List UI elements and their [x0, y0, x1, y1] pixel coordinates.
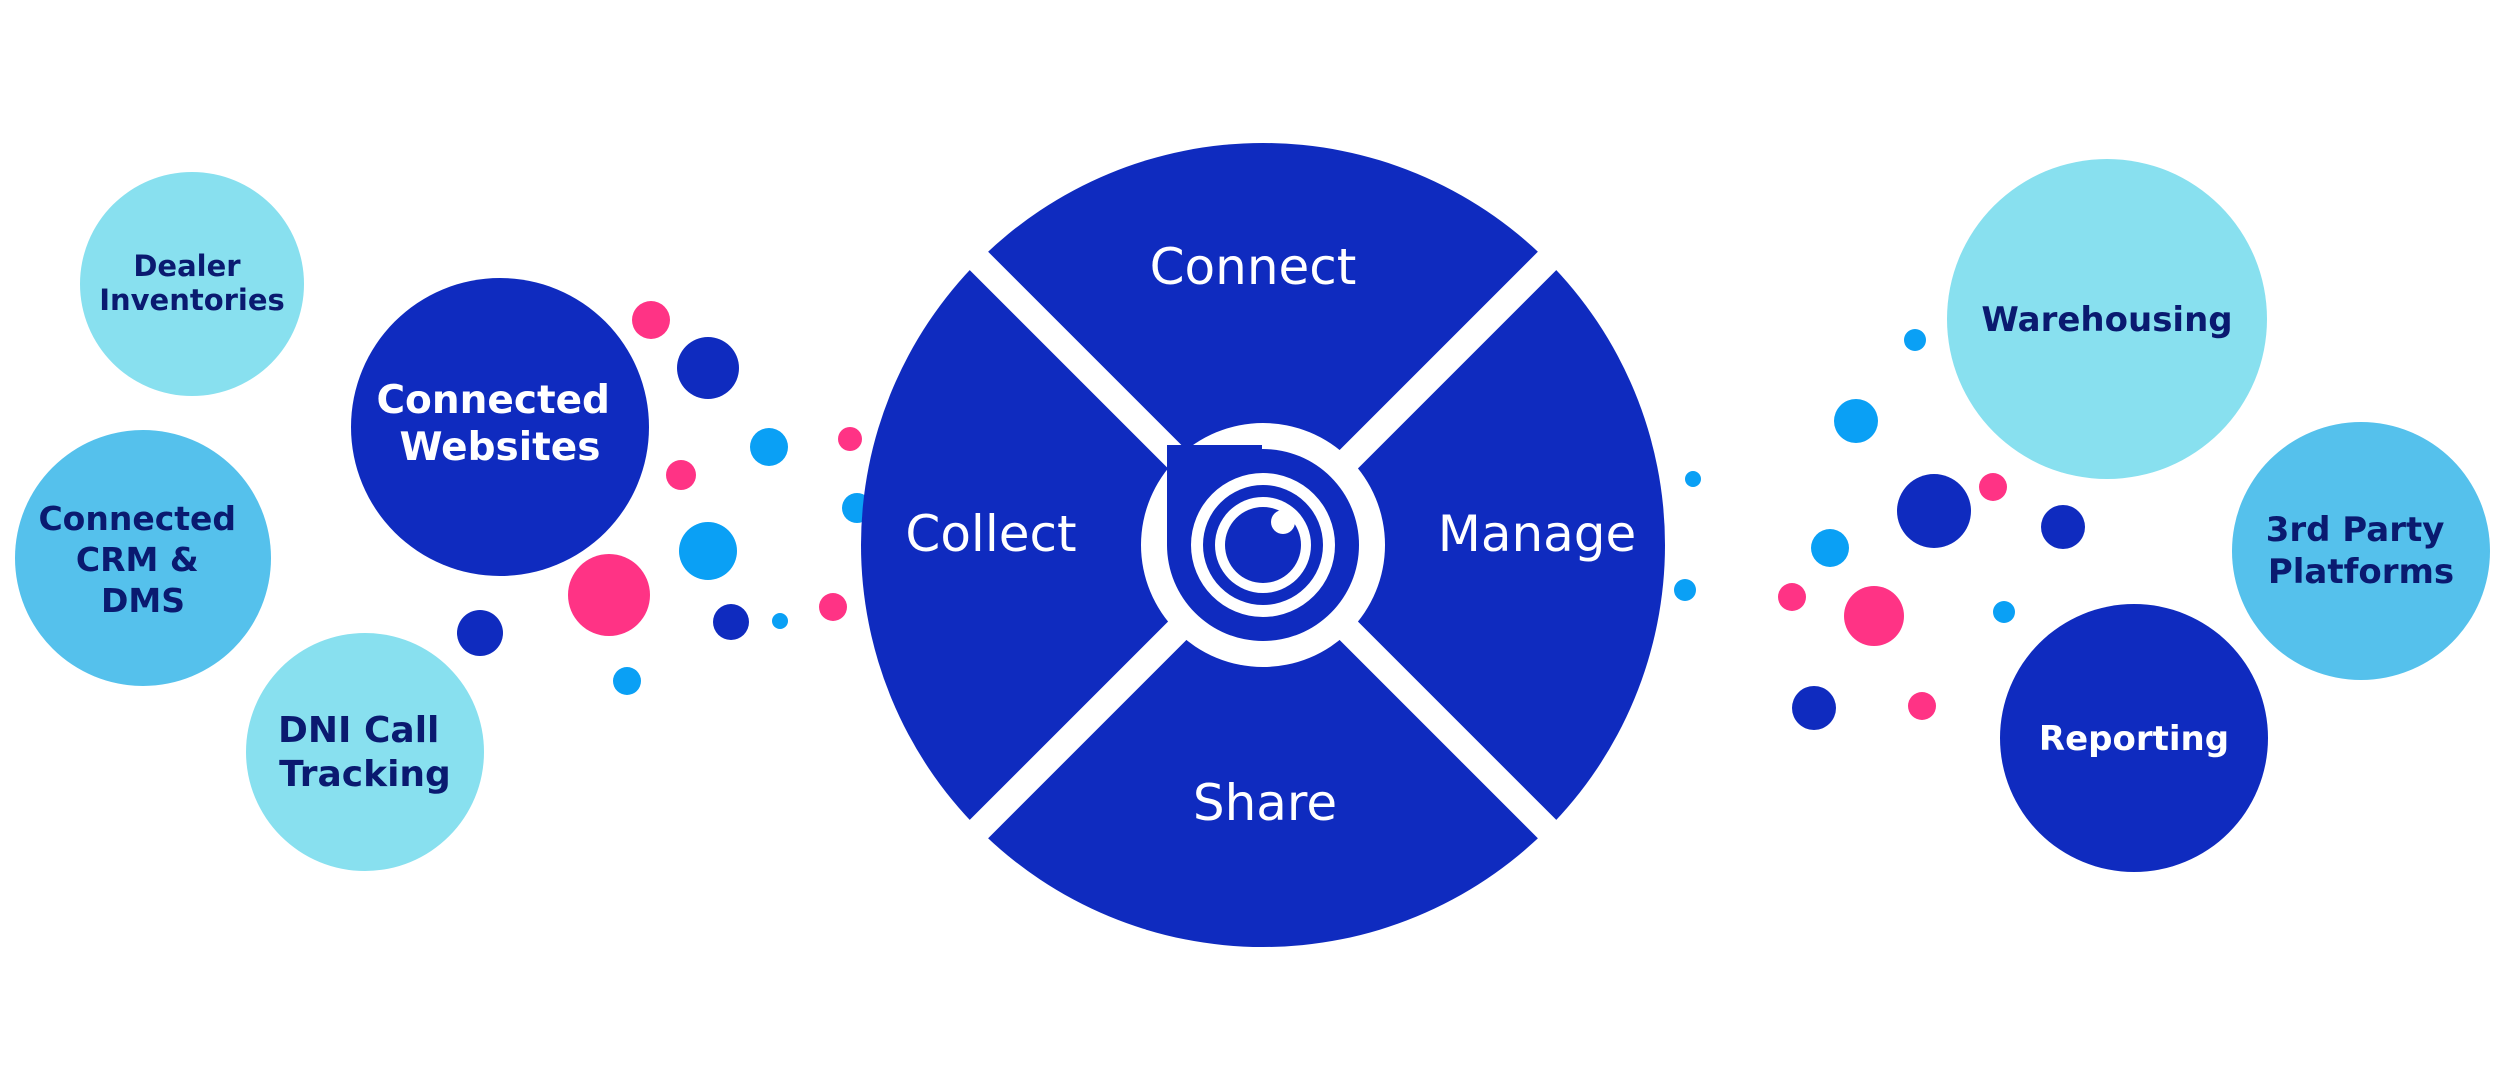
dot-pink: [1844, 586, 1904, 646]
bubble-circle: [80, 172, 304, 396]
eye-highlight: [1271, 510, 1295, 534]
dot-pink: [1778, 583, 1806, 611]
bubble-label: Dealer Inventories: [99, 249, 285, 317]
segment-collect-label: Collect: [905, 505, 1076, 563]
dot-pink: [666, 460, 696, 490]
center-wheel: Connect Collect Manage Share: [861, 143, 1665, 947]
dot-blue: [1904, 329, 1926, 351]
bubble-label-line: Connected: [376, 378, 610, 423]
bubble-label-line: Platforms: [2268, 552, 2454, 592]
dot-blue: [1685, 471, 1701, 487]
bubble-label-line: DMS: [101, 581, 185, 620]
bubble-label-line: Inventories: [99, 283, 285, 317]
bubble-reporting: Reporting: [2000, 604, 2268, 872]
bubble-connected-crm-dms: Connected CRM & DMS: [15, 430, 271, 686]
dot-pink: [838, 427, 862, 451]
bubble-circle: [2000, 604, 2268, 872]
bubble-3rd-party-platforms: 3rd Party Platforms: [2232, 422, 2490, 680]
eye-icon: [1167, 445, 1359, 641]
bubble-label: Warehousing: [1981, 300, 2232, 340]
bubble-label-line: Websites: [400, 425, 601, 470]
dot-blue: [1811, 529, 1849, 567]
bubble-label-line: Tracking: [279, 754, 451, 795]
dot-navy: [2041, 505, 2085, 549]
segment-manage-label: Manage: [1438, 505, 1637, 563]
right-dots: [1674, 329, 2085, 730]
dot-blue: [1993, 601, 2015, 623]
dot-pink: [1979, 473, 2007, 501]
bubble-circle: [351, 278, 649, 576]
bubble-circle: [246, 633, 484, 871]
dot-blue: [679, 522, 737, 580]
dot-blue: [613, 667, 641, 695]
bubble-label-line: DNI Call: [278, 710, 439, 751]
left-dots: [457, 301, 872, 695]
bubble-circle: [15, 430, 271, 686]
bubble-circle: [2232, 422, 2490, 680]
bubble-label-line: Connected: [38, 499, 236, 538]
bubble-label: Connected Websites: [376, 378, 623, 470]
bubble-label: 3rd Party Platforms: [2266, 510, 2457, 592]
dot-pink: [632, 301, 670, 339]
bubble-circle: [1947, 159, 2267, 479]
bubble-label: Connected CRM & DMS: [38, 499, 247, 620]
dot-pink: [819, 593, 847, 621]
bubble-label-line: CRM &: [76, 540, 199, 579]
bubble-label: Reporting: [2039, 719, 2229, 759]
bubble-label-line: 3rd Party: [2266, 510, 2445, 550]
dot-navy: [677, 337, 739, 399]
bubble-label: DNI Call Tracking: [278, 710, 452, 795]
dot-blue: [772, 613, 788, 629]
segment-share-label: Share: [1193, 774, 1337, 832]
dot-navy: [1897, 474, 1971, 548]
dot-pink: [568, 554, 650, 636]
bubble-warehousing: Warehousing: [1947, 159, 2267, 479]
dot-navy: [1792, 686, 1836, 730]
dot-blue: [1674, 579, 1696, 601]
dot-pink: [1908, 692, 1936, 720]
segment-connect-label: Connect: [1150, 238, 1357, 296]
dot-blue: [1834, 399, 1878, 443]
bubble-dealer-inventories: Dealer Inventories: [80, 172, 304, 396]
bubble-connected-websites: Connected Websites: [351, 278, 649, 576]
dot-blue: [750, 428, 788, 466]
dot-navy: [457, 610, 503, 656]
dot-navy: [713, 604, 749, 640]
bubble-dni-call-tracking: DNI Call Tracking: [246, 633, 484, 871]
bubble-label-line: Dealer: [133, 249, 241, 283]
